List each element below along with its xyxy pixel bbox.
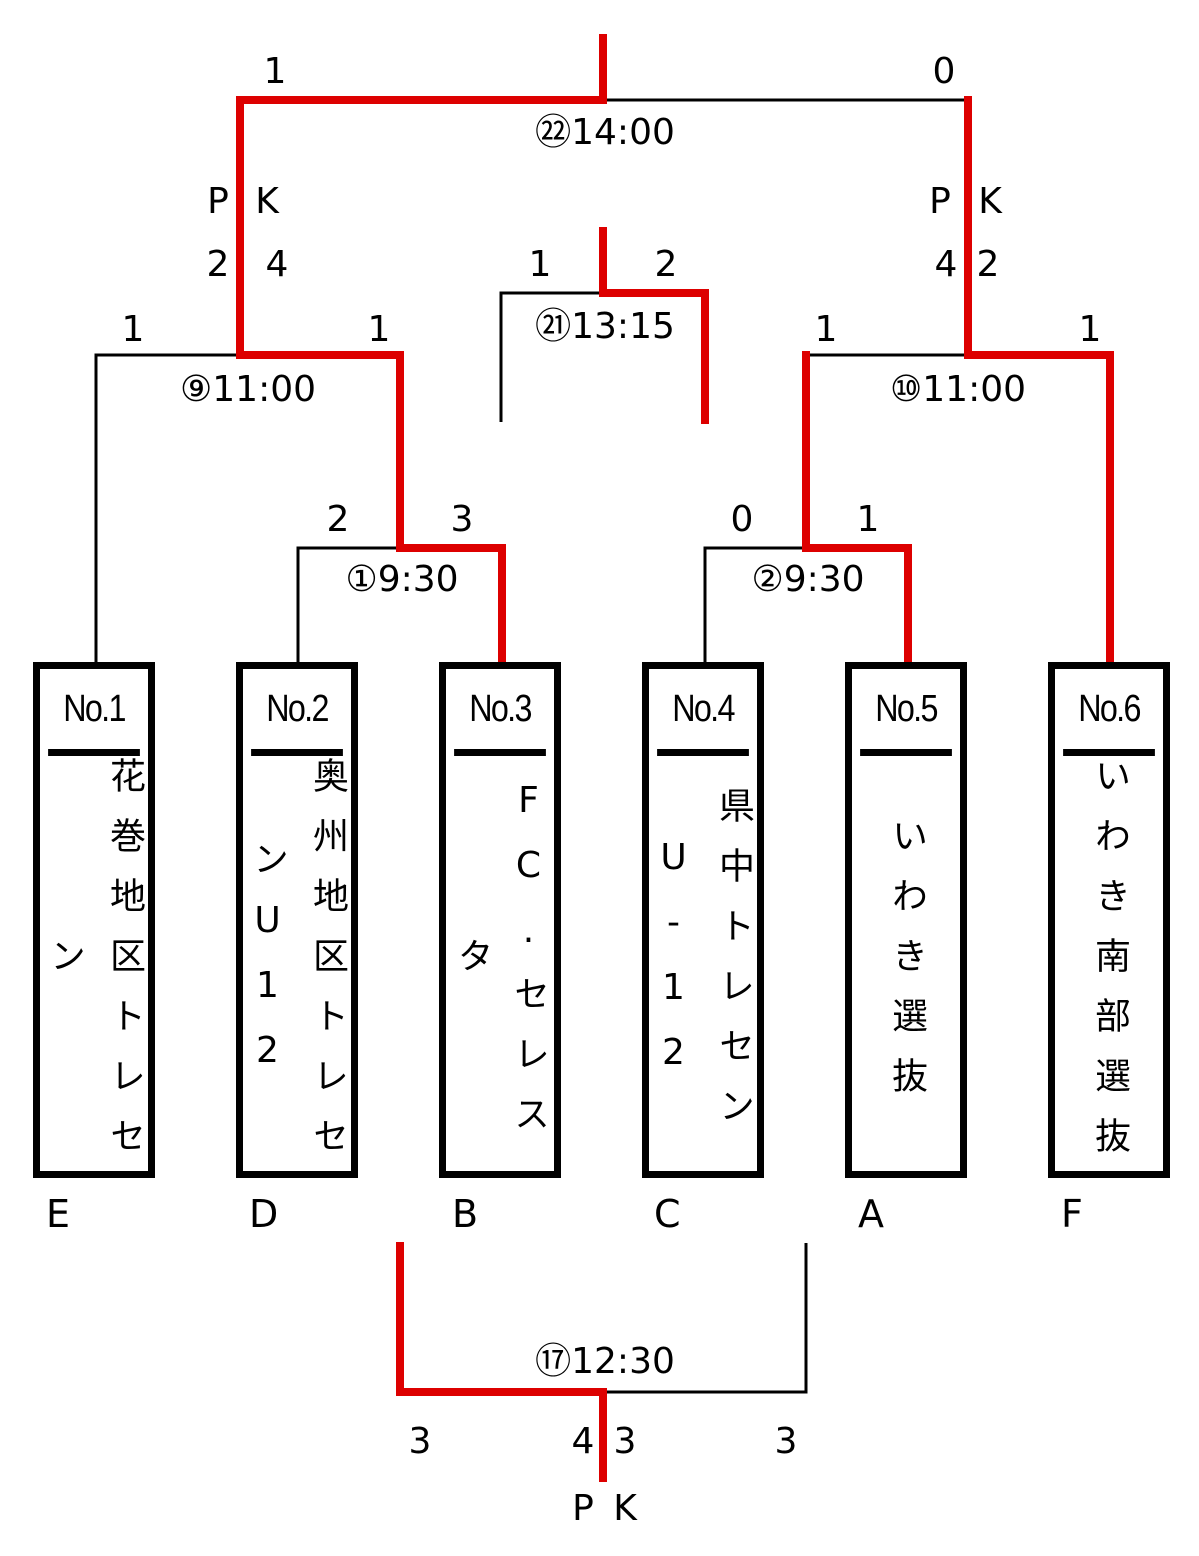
win-line-m1	[396, 351, 506, 666]
match-label-m2: ②9:30	[751, 559, 864, 600]
team-name: 県中トレセン U-12	[649, 756, 757, 1178]
score-m21-right: 2	[655, 244, 678, 285]
score-m22-left: 1	[264, 51, 287, 92]
team-name: FC.セレスタ	[446, 756, 554, 1178]
pk-label-k-m17: K	[613, 1488, 638, 1529]
team-number: No.3	[454, 669, 546, 756]
team-number: No.5	[860, 669, 952, 756]
team-group-letter: E	[46, 1192, 71, 1236]
pk-label-p-m10: P	[929, 181, 951, 222]
team-name-line: 奥州地区トレセ	[307, 757, 348, 1177]
score-m17-right: 3	[775, 1421, 798, 1462]
team-box-6: No.6 いわき南部選抜	[1048, 662, 1170, 1178]
pk-label-k-m10: K	[978, 181, 1003, 222]
pk-score-m10-right: 2	[977, 244, 1000, 285]
team-box-3: No.3 FC.セレスタ	[439, 662, 561, 1178]
match-label-m10: ⑩11:00	[890, 369, 1026, 410]
pk-score-m9-left: 2	[207, 244, 230, 285]
line-m9-left	[94, 353, 240, 662]
team-number: No.2	[251, 669, 343, 756]
team-name-line: FC.セレスタ	[452, 779, 549, 1155]
match-label-m22: ㉒14:00	[535, 112, 675, 153]
score-m2-left: 0	[731, 499, 754, 540]
team-group-letter: C	[654, 1192, 681, 1236]
team-group-letter: A	[858, 1192, 884, 1236]
win-line-m2	[802, 351, 912, 666]
team-name-line: ンU12	[247, 839, 288, 1095]
team-group-letter: F	[1061, 1192, 1083, 1236]
score-m9-left: 1	[122, 309, 145, 350]
team-box-2: No.2 奥州地区トレセ ンU12	[236, 662, 358, 1178]
win-line-m9	[236, 96, 607, 359]
win-line-m10	[964, 96, 1114, 666]
team-box-4: No.4 県中トレセン U-12	[642, 662, 764, 1178]
team-name-line: いわき選抜	[886, 817, 927, 1117]
team-group-letter: B	[452, 1192, 479, 1236]
score-m9-right: 1	[368, 309, 391, 350]
score-m17-left: 3	[409, 1421, 432, 1462]
line-m21-left	[499, 291, 603, 422]
line-m2-left	[703, 546, 806, 662]
team-name-line: 花巻地区トレセ	[104, 757, 145, 1177]
team-name: いわき選抜	[852, 756, 960, 1178]
team-group-letter: D	[249, 1192, 279, 1236]
score-m22-right: 0	[933, 51, 956, 92]
team-name-line: 県中トレセン	[713, 787, 754, 1147]
team-name: 奥州地区トレセ ンU12	[243, 756, 351, 1178]
team-name: いわき南部選抜	[1055, 756, 1163, 1178]
pk-label-k-m9: K	[255, 181, 280, 222]
team-name-line: ン	[44, 937, 85, 997]
win-line-m21	[599, 227, 709, 424]
team-box-1: No.1 花巻地区トレセ ン	[33, 662, 155, 1178]
line-m17-right	[603, 1243, 808, 1394]
pk-label-p-m17: P	[572, 1488, 594, 1529]
match-label-m1: ①9:30	[345, 559, 458, 600]
pk-score-m17-left: 4	[572, 1421, 595, 1462]
match-label-m21: ㉑13:15	[535, 306, 675, 347]
score-m1-right: 3	[451, 499, 474, 540]
match-label-m17: ⑰12:30	[535, 1341, 675, 1382]
team-box-5: No.5 いわき選抜	[845, 662, 967, 1178]
line-m1-left	[296, 546, 400, 662]
team-name: 花巻地区トレセ ン	[40, 756, 148, 1178]
team-number: No.1	[48, 669, 140, 756]
team-name-line: いわき南部選抜	[1089, 757, 1130, 1177]
win-line-m17	[396, 1242, 607, 1482]
score-m1-left: 2	[327, 499, 350, 540]
team-number: No.4	[657, 669, 749, 756]
score-m10-left: 1	[815, 309, 838, 350]
score-m21-left: 1	[529, 244, 552, 285]
pk-label-p-m9: P	[207, 181, 229, 222]
pk-score-m9-right: 4	[266, 244, 289, 285]
score-m2-right: 1	[857, 499, 880, 540]
team-name-line: U-12	[653, 837, 694, 1097]
pk-score-m17-right: 3	[614, 1421, 637, 1462]
team-number: No.6	[1063, 669, 1155, 756]
pk-score-m10-left: 4	[935, 244, 958, 285]
score-m10-right: 1	[1079, 309, 1102, 350]
match-label-m9: ⑨11:00	[180, 369, 316, 410]
